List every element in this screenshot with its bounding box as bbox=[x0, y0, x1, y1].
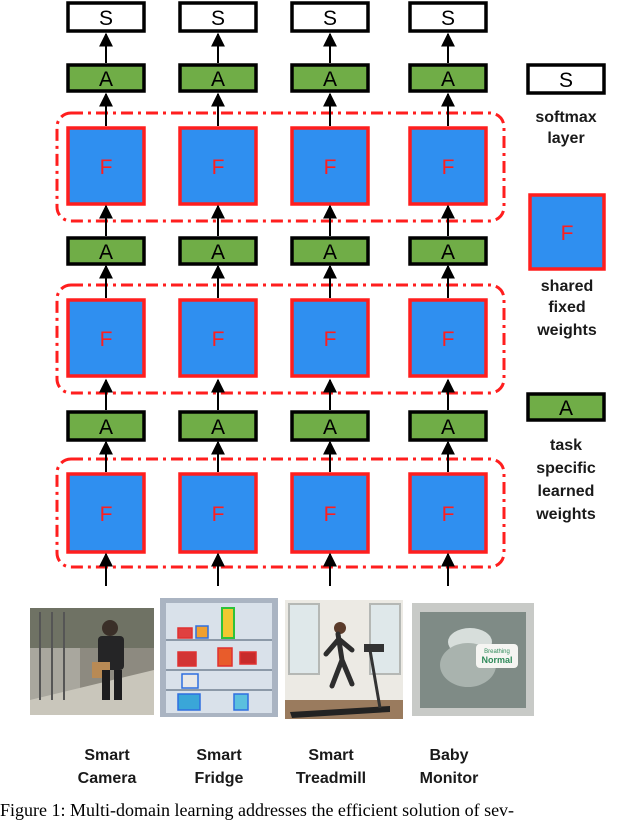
smart-camera-domain-line-2: Camera bbox=[78, 770, 137, 787]
smart-fridge-adapter-3-box bbox=[178, 63, 258, 93]
baby-monitor-fixed-2-box bbox=[408, 298, 488, 378]
smart-fridge-adapter-2-box bbox=[178, 236, 258, 266]
legend-fixed-line-1: shared bbox=[541, 278, 593, 295]
smart-treadmill-fixed-3-box bbox=[290, 126, 370, 206]
legend-fixed-symbol: F bbox=[561, 222, 574, 245]
smart-treadmill-adapter-3-box bbox=[290, 63, 370, 93]
smart-camera-fixed-1-box bbox=[66, 472, 146, 554]
smart-treadmill-fixed-2-box bbox=[290, 298, 370, 378]
baby-monitor-domain-line-2: Monitor bbox=[420, 770, 479, 787]
smart-treadmill-fixed-3-label: F bbox=[324, 156, 337, 179]
smart-fridge-photo bbox=[160, 598, 278, 717]
smart-treadmill-adapter-2-box bbox=[290, 236, 370, 266]
fixed-group-top bbox=[55, 111, 506, 223]
baby-monitor-adapter-1-box bbox=[408, 410, 488, 442]
smart-camera-photo bbox=[30, 608, 154, 715]
smart-camera-adapter-2-box bbox=[66, 236, 146, 266]
smart-treadmill-domain-line-1: Smart bbox=[308, 747, 354, 764]
smart-camera-adapter-1-box bbox=[66, 410, 146, 442]
smart-treadmill-fixed-1-box bbox=[290, 472, 370, 554]
figure-caption: Figure 1: Multi-domain learning addresse… bbox=[0, 800, 515, 820]
smart-treadmill-adapter-2-label: A bbox=[323, 241, 337, 264]
legend-adapter-line-4: weights bbox=[535, 506, 596, 523]
smart-fridge-fixed-2-box bbox=[178, 298, 258, 378]
smart-camera-fixed-2-label: F bbox=[100, 328, 113, 351]
smart-camera-adapter-1-label: A bbox=[99, 416, 113, 439]
smart-camera-adapter-2-label: A bbox=[99, 241, 113, 264]
smart-treadmill-softmax-box bbox=[290, 1, 370, 33]
baby-monitor-domain-line-1: Baby bbox=[429, 747, 468, 764]
legend-softmax-line-2: layer bbox=[547, 130, 584, 147]
smart-fridge-domain-line-1: Smart bbox=[196, 747, 242, 764]
baby-monitor-softmax-box bbox=[408, 1, 488, 33]
legend-fixed-line-2: fixed bbox=[548, 299, 585, 316]
smart-camera-fixed-3-label: F bbox=[100, 156, 113, 179]
smart-fridge-fixed-3-label: F bbox=[212, 156, 225, 179]
smart-camera-fixed-3-box bbox=[66, 126, 146, 206]
legend-adapter-box bbox=[526, 392, 606, 422]
smart-fridge-fixed-3-box bbox=[178, 126, 258, 206]
smart-fridge-adapter-1-label: A bbox=[211, 416, 225, 439]
baby-monitor-softmax-label: S bbox=[441, 7, 455, 30]
baby-monitor-fixed-1-box bbox=[408, 472, 488, 554]
smart-camera-adapter-3-label: A bbox=[99, 68, 113, 91]
legend: S softmax layer F shared fixed weights A… bbox=[526, 63, 606, 523]
smart-treadmill-fixed-1-label: F bbox=[324, 503, 337, 526]
smart-fridge-softmax-box bbox=[178, 1, 258, 33]
smart-treadmill-fixed-2-label: F bbox=[324, 328, 337, 351]
smart-camera-adapter-3-box bbox=[66, 63, 146, 93]
legend-softmax-symbol: S bbox=[559, 69, 573, 92]
baby-monitor-adapter-3-label: A bbox=[441, 68, 455, 91]
smart-fridge-adapter-2-label: A bbox=[211, 241, 225, 264]
smart-camera-softmax-label: S bbox=[99, 7, 113, 30]
smart-camera-fixed-2-box bbox=[66, 298, 146, 378]
baby-monitor-adapter-1-label: A bbox=[441, 416, 455, 439]
smart-fridge-fixed-1-label: F bbox=[212, 503, 225, 526]
baby-monitor-fixed-2-label: F bbox=[442, 328, 455, 351]
baby-monitor-badge-line-2: Normal bbox=[481, 655, 512, 665]
baby-monitor-photo: Breathing Normal bbox=[412, 603, 534, 716]
smart-fridge-fixed-2-label: F bbox=[212, 328, 225, 351]
baby-monitor-adapter-2-label: A bbox=[441, 241, 455, 264]
legend-fixed-line-3: weights bbox=[536, 322, 597, 339]
smart-camera-fixed-1-label: F bbox=[100, 503, 113, 526]
fixed-group-middle bbox=[55, 283, 506, 395]
smart-fridge-softmax-label: S bbox=[211, 7, 225, 30]
legend-fixed-box bbox=[528, 193, 606, 271]
smart-treadmill-softmax-label: S bbox=[323, 7, 337, 30]
smart-fridge-adapter-3-label: A bbox=[211, 68, 225, 91]
smart-fridge-adapter-1-box bbox=[178, 410, 258, 442]
smart-fridge-domain-line-2: Fridge bbox=[195, 770, 244, 787]
baby-monitor-badge-line-1: Breathing bbox=[484, 649, 510, 655]
legend-softmax-box bbox=[526, 63, 606, 95]
smart-treadmill-photo bbox=[285, 600, 403, 719]
baby-monitor-adapter-3-box bbox=[408, 63, 488, 93]
baby-monitor-adapter-2-box bbox=[408, 236, 488, 266]
smart-camera-domain-line-1: Smart bbox=[84, 747, 130, 764]
smart-fridge-fixed-1-box bbox=[178, 472, 258, 554]
baby-monitor-fixed-3-label: F bbox=[442, 156, 455, 179]
smart-treadmill-adapter-1-label: A bbox=[323, 416, 337, 439]
smart-camera-softmax-box bbox=[66, 1, 146, 33]
baby-monitor-fixed-1-label: F bbox=[442, 503, 455, 526]
legend-adapter-line-2: specific bbox=[536, 460, 596, 477]
baby-monitor-fixed-3-box bbox=[408, 126, 488, 206]
legend-adapter-symbol: A bbox=[559, 397, 573, 420]
smart-treadmill-domain-line-2: Treadmill bbox=[296, 770, 366, 787]
legend-adapter-line-3: learned bbox=[538, 483, 595, 500]
fixed-group-bottom bbox=[55, 457, 506, 569]
smart-treadmill-adapter-1-box bbox=[290, 410, 370, 442]
smart-treadmill-adapter-3-label: A bbox=[323, 68, 337, 91]
legend-softmax-line-1: softmax bbox=[535, 109, 596, 126]
legend-adapter-line-1: task bbox=[550, 437, 582, 454]
